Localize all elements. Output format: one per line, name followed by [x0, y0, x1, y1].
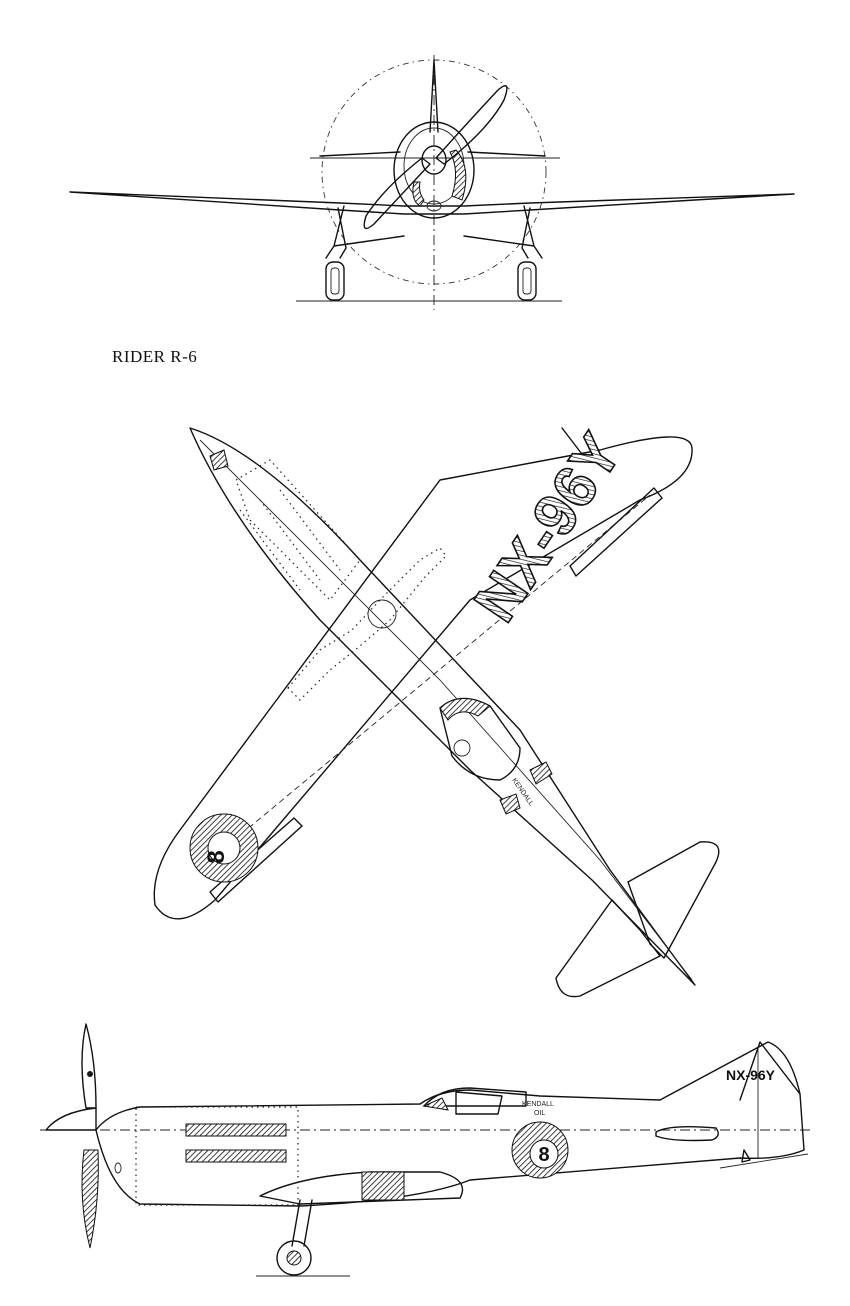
side-race-number: 8	[538, 1144, 549, 1166]
side-propeller-upper	[81, 1023, 97, 1109]
side-tailwheel-ground	[719, 1153, 809, 1169]
plan-canopy-hatch	[439, 698, 491, 721]
plan-fuselage	[189, 427, 696, 986]
plan-tailplane-lower	[555, 899, 661, 998]
side-wing-fairing	[259, 1171, 464, 1205]
side-view: 8 KENDALL OIL NX-96Y	[40, 1023, 812, 1277]
side-windscreen	[422, 1097, 449, 1111]
front-wheel-right-hub	[522, 267, 532, 295]
plan-cockpit-seat	[453, 739, 471, 757]
plan-pitot	[561, 427, 589, 463]
side-fuselage	[95, 1041, 805, 1207]
plan-wing	[153, 436, 693, 920]
side-main-gear-strut	[291, 1199, 313, 1247]
side-sponsor-text: KENDALL	[522, 1101, 554, 1108]
front-wheel-left	[325, 261, 345, 301]
front-air-intake	[426, 200, 442, 212]
side-fin	[739, 1041, 801, 1101]
front-gear-right-strut	[463, 205, 543, 259]
front-propeller-blade-upper	[435, 85, 508, 165]
side-race-roundel-inner	[529, 1139, 559, 1169]
plan-wing-root-circle	[367, 599, 397, 629]
front-gear-left-strut	[325, 205, 405, 259]
front-cowling	[393, 121, 475, 219]
side-propeller-lower	[81, 1149, 99, 1249]
plan-spinner	[209, 449, 229, 471]
front-propeller-blade-lower	[363, 157, 431, 230]
side-main-wheel	[276, 1240, 312, 1276]
front-view	[69, 55, 795, 310]
side-louvres-upper	[185, 1123, 287, 1137]
plan-fuselage-spine	[199, 439, 693, 981]
side-spinner	[45, 1107, 97, 1131]
front-spinner	[421, 145, 447, 175]
side-main-wheel-hub	[286, 1250, 302, 1266]
plan-aileron-left	[209, 817, 303, 903]
front-wing	[69, 191, 795, 215]
side-exhaust-marking	[361, 1171, 405, 1201]
plan-cowl-panel	[235, 459, 361, 601]
plan-race-roundel-inner	[207, 831, 241, 865]
plan-registration: NX-96Y	[461, 422, 634, 634]
side-propeller-hub-mark	[87, 1071, 93, 1077]
plan-wing-spar	[209, 494, 651, 861]
side-louvres-lower	[185, 1149, 287, 1163]
front-wheel-right	[517, 261, 537, 301]
side-sponsor-sub: OIL	[534, 1110, 545, 1117]
side-inlet	[114, 1162, 122, 1174]
plan-aileron-right	[569, 487, 663, 577]
front-cowl-hatch-left	[412, 181, 425, 207]
side-canopy-frame	[455, 1091, 503, 1115]
side-canopy	[423, 1087, 527, 1107]
plan-race-number: 8	[203, 850, 230, 863]
front-fin	[429, 59, 439, 133]
plan-cowl-panel-2	[239, 489, 341, 591]
side-tailplane	[655, 1125, 719, 1142]
plan-view: KENDALL NX-96Y 8	[153, 421, 720, 998]
drawing-title: RIDER R-6	[112, 347, 197, 366]
front-cowl-hatch-right	[449, 149, 467, 201]
front-tailplane	[319, 151, 546, 157]
side-tailwheel	[741, 1149, 751, 1163]
side-registration: NX-96Y	[726, 1067, 776, 1083]
plan-gear-bay	[287, 547, 447, 701]
side-cowling-panel	[135, 1106, 299, 1206]
front-wheel-left-hub	[330, 267, 340, 295]
plan-sponsor-marking	[499, 761, 553, 815]
plan-tailplane-upper	[627, 841, 720, 959]
